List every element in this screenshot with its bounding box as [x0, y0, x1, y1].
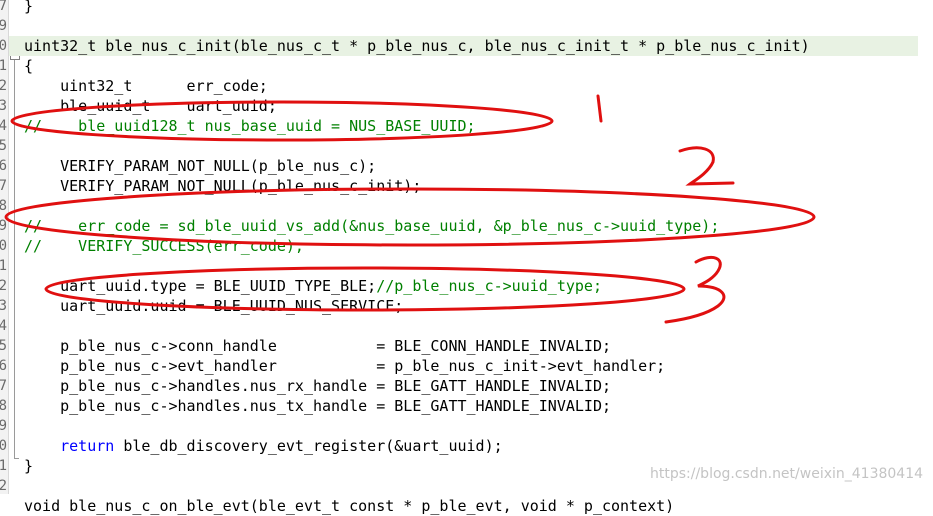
line-number: 1: [0, 256, 7, 276]
watermark: https://blog.csdn.net/weixin_41380414: [650, 466, 924, 482]
code-text: [24, 437, 60, 455]
code-keyword: return: [60, 437, 115, 455]
code-line[interactable]: return ble_db_discovery_evt_register(&ua…: [24, 436, 933, 456]
line-number: 9: [0, 216, 7, 236]
line-number: 8: [0, 396, 7, 416]
code-line[interactable]: [24, 16, 933, 36]
line-number: 3: [0, 296, 7, 316]
code-line[interactable]: VERIFY_PARAM_NOT_NULL(p_ble_nus_c_init);: [24, 176, 933, 196]
line-number: 4: [0, 316, 7, 336]
code-line[interactable]: // VERIFY_SUCCESS(err_code);: [24, 236, 933, 256]
code-text: void ble_nus_c_on_ble_evt(ble_evt_t cons…: [24, 497, 675, 515]
code-line[interactable]: p_ble_nus_c->evt_handler = p_ble_nus_c_i…: [24, 356, 933, 376]
line-number: 5: [0, 136, 7, 156]
line-number: 0: [0, 36, 7, 56]
code-text: uart_uuid.uuid = BLE_UUID_NUS_SERVICE;: [24, 297, 404, 315]
code-line[interactable]: VERIFY_PARAM_NOT_NULL(p_ble_nus_c);: [24, 156, 933, 176]
line-number: 7: [0, 176, 7, 196]
code-line[interactable]: [24, 316, 933, 336]
code-text: p_ble_nus_c->conn_handle = BLE_CONN_HAND…: [24, 337, 611, 355]
code-text: p_ble_nus_c->handles.nus_rx_handle = BLE…: [24, 377, 611, 395]
code-line[interactable]: p_ble_nus_c->conn_handle = BLE_CONN_HAND…: [24, 336, 933, 356]
code-line[interactable]: [24, 196, 933, 216]
line-number: 0: [0, 436, 7, 456]
code-line[interactable]: [24, 256, 933, 276]
code-line[interactable]: // ble_uuid128_t nus_base_uuid = NUS_BAS…: [24, 116, 933, 136]
code-text: ble_uuid_t uart_uuid;: [24, 97, 277, 115]
fold-guide-line: [14, 60, 15, 458]
code-text: }: [24, 0, 34, 15]
line-number: 9: [0, 16, 7, 36]
line-number: 2: [0, 276, 7, 296]
code-text: uint32_t ble_nus_c_init(ble_nus_c_t * p_…: [24, 37, 810, 55]
line-number: 3: [0, 96, 7, 116]
line-number: 8: [0, 196, 7, 216]
code-line[interactable]: }: [24, 456, 933, 476]
code-text: ble_db_discovery_evt_register(&uart_uuid…: [114, 437, 503, 455]
code-line[interactable]: uart_uuid.type = BLE_UUID_TYPE_BLE;//p_b…: [24, 276, 933, 296]
code-text: uint32_t err_code;: [24, 77, 268, 95]
code-line[interactable]: void ble_nus_c_on_ble_evt(ble_evt_t cons…: [24, 496, 933, 516]
code-comment: // VERIFY_SUCCESS(err_code);: [24, 237, 304, 255]
code-line-current[interactable]: uint32_t ble_nus_c_init(ble_nus_c_t * p_…: [9, 36, 918, 56]
code-line[interactable]: [24, 136, 933, 156]
fold-guide-end: [14, 458, 19, 459]
code-text: {: [24, 57, 34, 75]
code-text: p_ble_nus_c->evt_handler = p_ble_nus_c_i…: [24, 357, 666, 375]
code-text: uart_uuid.type = BLE_UUID_TYPE_BLE;: [24, 277, 377, 295]
line-number: 9: [0, 416, 7, 436]
line-number-gutter: 79012345678901234567890123: [0, 0, 9, 494]
line-number: 5: [0, 336, 7, 356]
code-line[interactable]: uart_uuid.uuid = BLE_UUID_NUS_SERVICE;: [24, 296, 933, 316]
code-line[interactable]: [24, 416, 933, 436]
line-number: 7: [0, 0, 7, 16]
code-line[interactable]: p_ble_nus_c->handles.nus_rx_handle = BLE…: [24, 376, 933, 396]
code-text: p_ble_nus_c->handles.nus_tx_handle = BLE…: [24, 397, 611, 415]
line-number: 1: [0, 56, 7, 76]
code-line[interactable]: }: [24, 0, 933, 16]
code-line[interactable]: p_ble_nus_c->handles.nus_tx_handle = BLE…: [24, 396, 933, 416]
code-comment: // err_code = sd_ble_uuid_vs_add(&nus_ba…: [24, 217, 720, 235]
code-line[interactable]: // err_code = sd_ble_uuid_vs_add(&nus_ba…: [24, 216, 933, 236]
code-line[interactable]: ble_uuid_t uart_uuid;: [24, 96, 933, 116]
code-comment: // ble_uuid128_t nus_base_uuid = NUS_BAS…: [24, 117, 476, 135]
line-number: 4: [0, 116, 7, 136]
code-comment: //p_ble_nus_c->uuid_type;: [376, 277, 602, 295]
line-number: 2: [0, 76, 7, 96]
code-text: VERIFY_PARAM_NOT_NULL(p_ble_nus_c);: [24, 157, 377, 175]
line-number: 1: [0, 456, 7, 476]
code-line[interactable]: uint32_t err_code;: [24, 76, 933, 96]
code-line[interactable]: {: [24, 56, 933, 76]
line-number: 2: [0, 476, 7, 494]
line-number: 6: [0, 356, 7, 376]
line-number: 0: [0, 236, 7, 256]
code-text: VERIFY_PARAM_NOT_NULL(p_ble_nus_c_init);: [24, 177, 422, 195]
line-number: 6: [0, 156, 7, 176]
line-number: 7: [0, 376, 7, 396]
code-text: }: [24, 457, 34, 475]
